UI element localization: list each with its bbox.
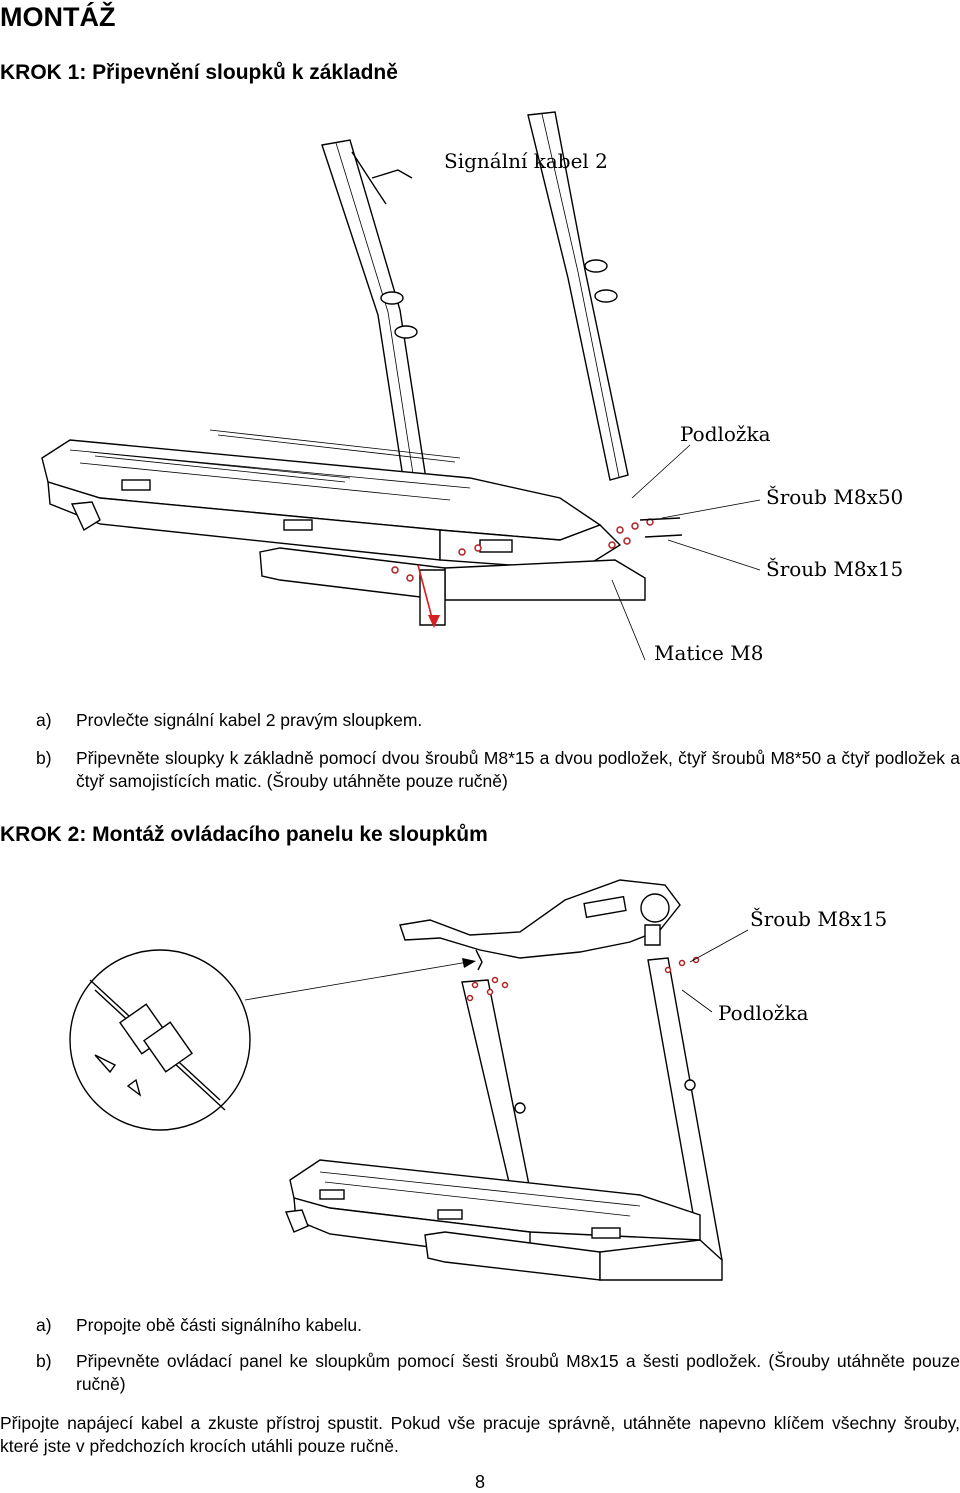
label-bolt-m8x15-step2: Šroub M8x15 — [750, 907, 888, 931]
left-upright — [321, 139, 431, 511]
label-washer: Podložka — [680, 422, 771, 446]
step2-title: KROK 2: Montáž ovládacího panelu ke slou… — [0, 823, 488, 846]
bolts-step2 — [466, 956, 700, 1002]
list-item-text: Provlečte signální kabel 2 pravým sloupk… — [76, 710, 423, 730]
closing-paragraph: Připojte napájecí kabel a zkuste přístro… — [0, 1413, 960, 1456]
step1-item-b: b) Připevněte sloupky k základně pomocí … — [36, 747, 960, 793]
step1-illustration — [41, 111, 761, 661]
step1-item-a: a) Provlečte signální kabel 2 pravým slo… — [36, 709, 960, 732]
label-signal-cable: Signální kabel 2 — [444, 149, 608, 173]
list-item-text: Připevněte sloupky k základně pomocí dvo… — [76, 748, 960, 791]
list-marker: b) — [36, 1351, 52, 1371]
list-item-text: Připevněte ovládací panel ke sloupkům po… — [76, 1351, 960, 1394]
step2-illustration — [69, 879, 749, 1281]
right-upright — [527, 111, 629, 481]
page-title: MONTÁŽ — [0, 2, 116, 32]
step2-item-b: b) Připevněte ovládací panel ke sloupkům… — [36, 1350, 960, 1396]
label-bolt-m8x50: Šroub M8x50 — [766, 485, 904, 509]
list-marker: a) — [36, 710, 52, 730]
step1-title: KROK 1: Připevnění sloupků k základně — [0, 61, 398, 84]
label-washer-step2: Podložka — [718, 1001, 809, 1025]
page-number: 8 — [474, 1472, 485, 1492]
treadmill-base-step2 — [285, 1159, 723, 1281]
cable-arrow — [417, 564, 433, 619]
step2-item-a: a) Propojte obě části signálního kabelu. — [36, 1314, 960, 1337]
uprights-step2 — [461, 957, 723, 1265]
list-marker: a) — [36, 1315, 52, 1335]
treadmill-base — [41, 429, 646, 626]
console-panel — [399, 879, 681, 959]
list-item-text: Propojte obě části signálního kabelu. — [76, 1315, 363, 1335]
connector-detail-circle — [69, 949, 251, 1131]
label-bolt-m8x15: Šroub M8x15 — [766, 557, 904, 581]
signal-cable-2 — [351, 151, 413, 205]
bolts-m8 — [391, 518, 654, 582]
list-marker: b) — [36, 748, 52, 768]
label-nut-m8: Matice M8 — [654, 641, 764, 665]
